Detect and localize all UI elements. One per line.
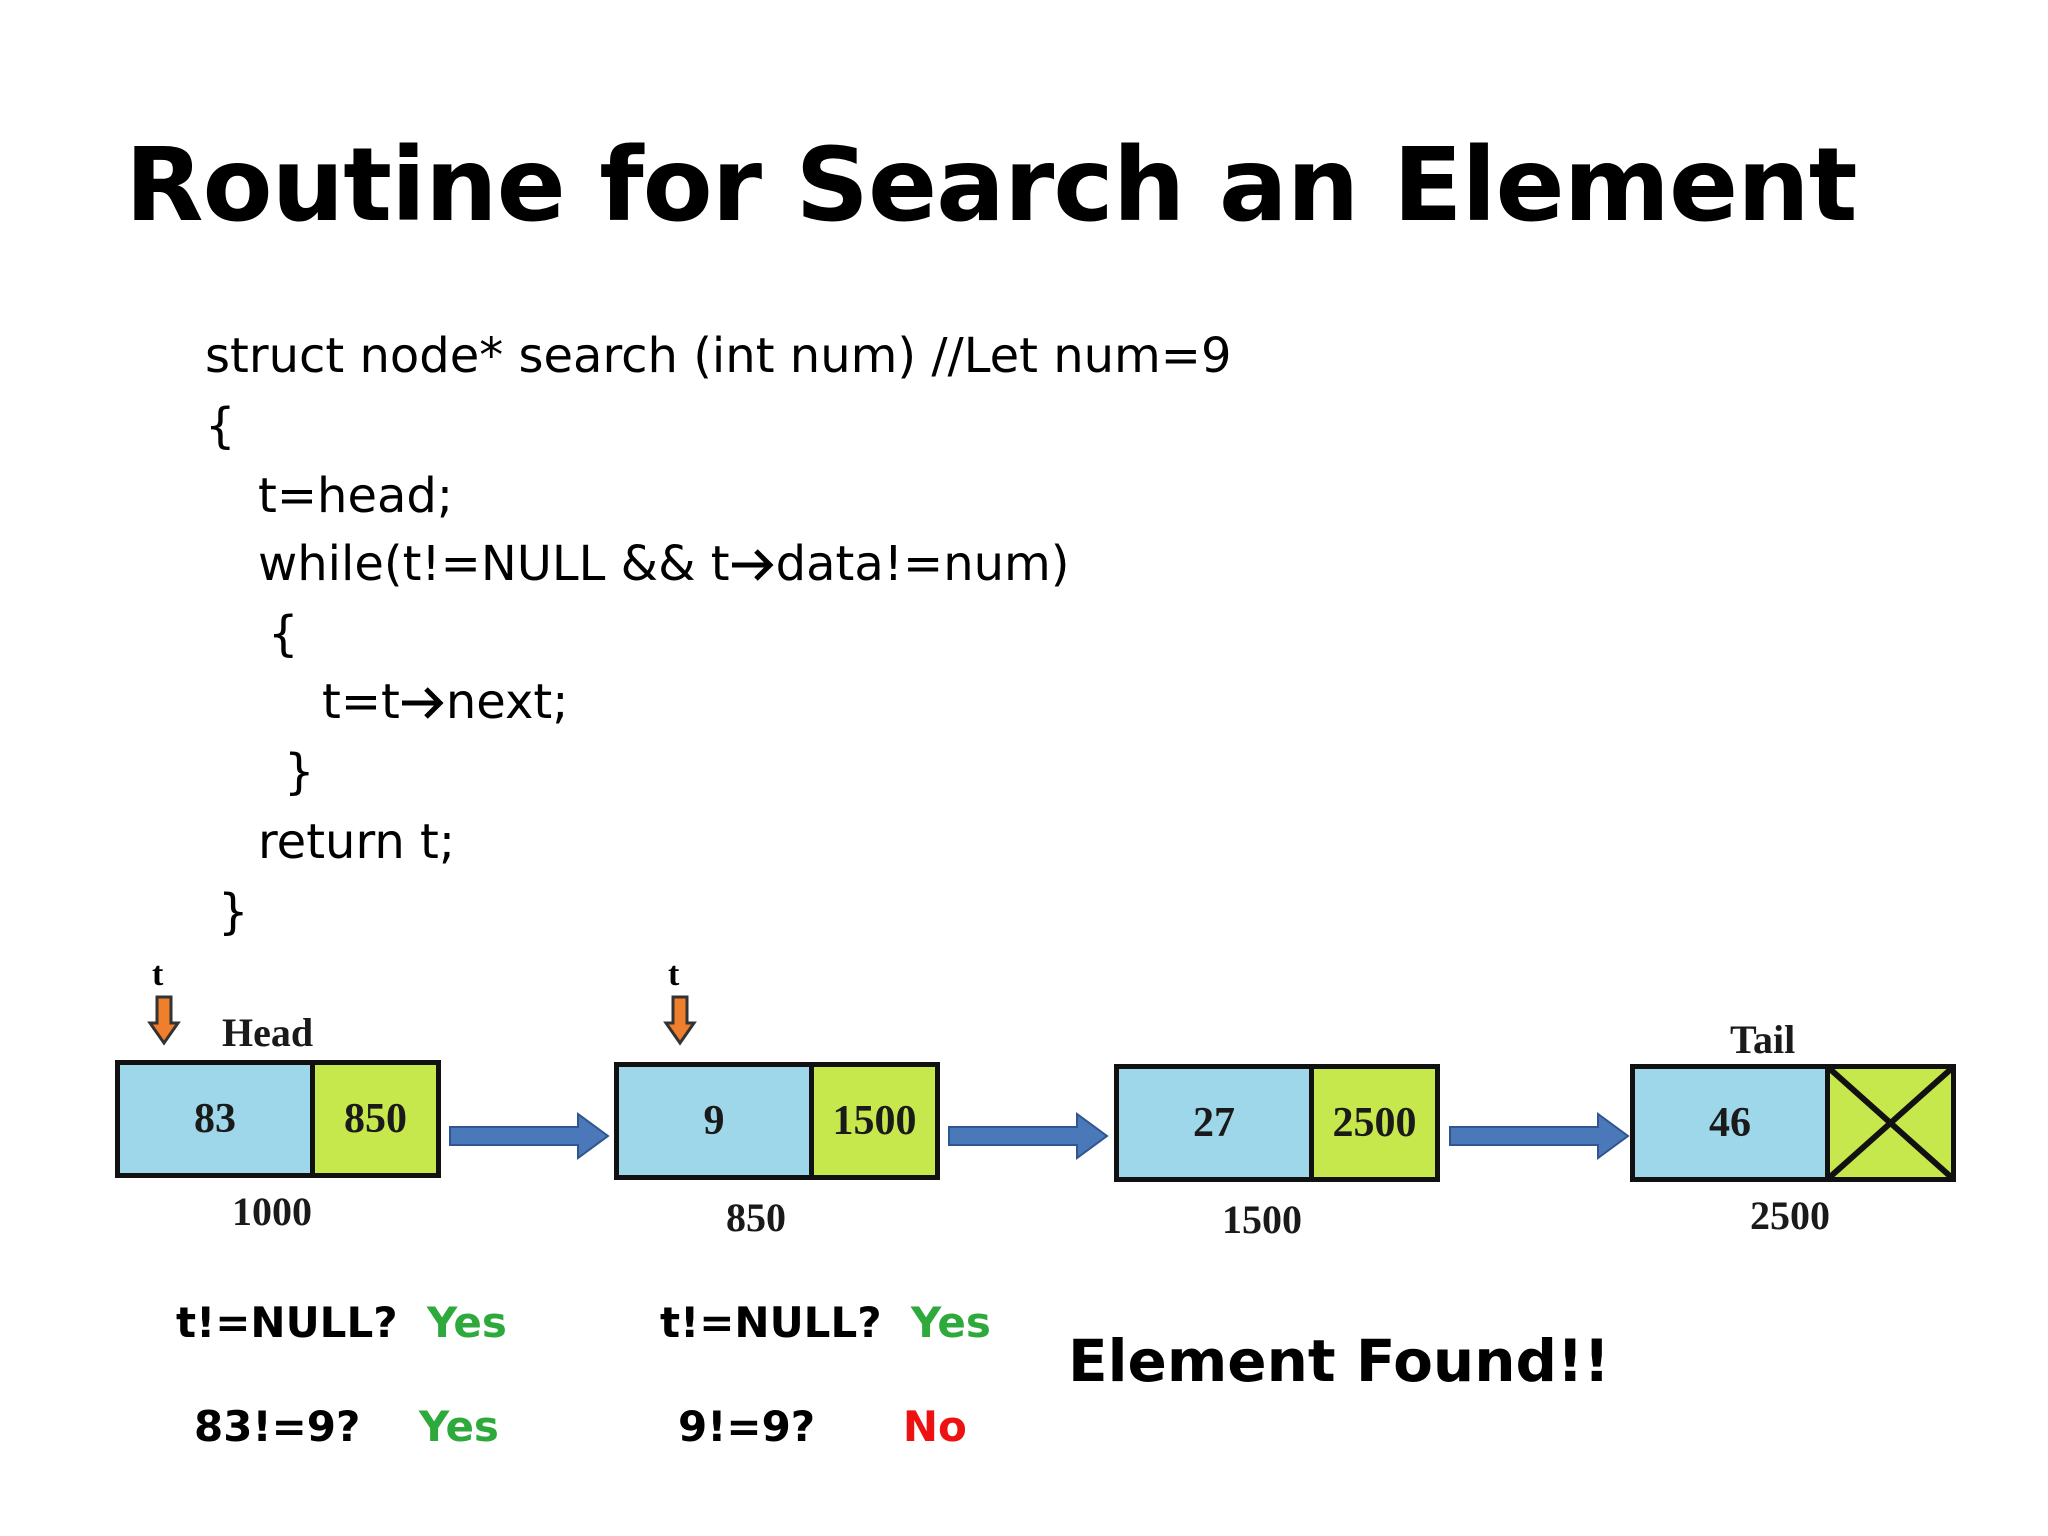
pointer-label: t [152, 956, 164, 993]
arrow-right-icon [401, 687, 444, 719]
node-next-cell: 2500 [1309, 1069, 1435, 1177]
code-line-6-part-b: next; [445, 674, 569, 730]
check-not-null-1: t!=NULL? Yes [176, 1302, 507, 1344]
list-node: 27 2500 [1114, 1064, 1440, 1182]
link-arrow-icon [449, 1112, 610, 1160]
code-line-1: struct node* search (int num) //Let num=… [205, 328, 1232, 384]
code-line-7: } [284, 744, 315, 800]
check-answer-yes: Yes [418, 1402, 499, 1451]
node-next-cell: 850 [310, 1065, 436, 1173]
check-question: t!=NULL? [176, 1298, 398, 1347]
check-not-null-2: t!=NULL? Yes [660, 1302, 991, 1344]
code-line-2: { [205, 398, 236, 454]
check-question: 83!=9? [194, 1402, 361, 1451]
code-line-9: } [218, 884, 249, 940]
node-address: 850 [726, 1195, 786, 1240]
check-question: t!=NULL? [660, 1298, 882, 1347]
node-data-cell: 9 [619, 1067, 809, 1175]
list-node: 46 [1630, 1064, 1956, 1182]
node-next-cell: 1500 [809, 1067, 935, 1175]
check-data-2: 9!=9? No [678, 1406, 967, 1448]
pointer-down-arrow-icon [663, 995, 697, 1046]
code-line-3: t=head; [258, 468, 454, 524]
head-label: Head [222, 1010, 314, 1055]
list-node: 9 1500 [614, 1062, 940, 1180]
node-data-cell: 27 [1119, 1069, 1309, 1177]
pointer-label: t [668, 956, 680, 993]
node-null-cell [1825, 1069, 1951, 1177]
slide-title: Routine for Search an Element [125, 126, 1857, 245]
result-message: Element Found!! [1068, 1327, 1610, 1395]
arrow-right-icon [731, 549, 774, 581]
link-arrow-icon [948, 1112, 1109, 1160]
null-cross-icon [1830, 1069, 1951, 1177]
list-node: 83 850 [115, 1060, 441, 1178]
node-address: 1000 [232, 1189, 312, 1234]
check-data-1: 83!=9? Yes [194, 1406, 499, 1448]
tail-label: Tail [1730, 1017, 1796, 1062]
node-data-cell: 46 [1635, 1069, 1825, 1177]
code-line-5: { [268, 606, 299, 662]
check-question: 9!=9? [678, 1402, 816, 1451]
code-line-8: return t; [258, 814, 456, 870]
node-address: 2500 [1750, 1193, 1830, 1238]
pointer-down-arrow-icon [147, 995, 181, 1046]
link-arrow-icon [1449, 1112, 1630, 1160]
node-data-cell: 83 [120, 1065, 310, 1173]
node-address: 1500 [1222, 1197, 1302, 1242]
check-answer-yes: Yes [910, 1298, 991, 1347]
code-line-4-part-b: data!=num) [775, 536, 1070, 592]
code-line-6-part-a: t=t [322, 674, 400, 730]
check-answer-yes: Yes [426, 1298, 507, 1347]
code-line-4-part-a: while(t!=NULL && t [258, 536, 730, 592]
check-answer-no: No [902, 1402, 967, 1451]
